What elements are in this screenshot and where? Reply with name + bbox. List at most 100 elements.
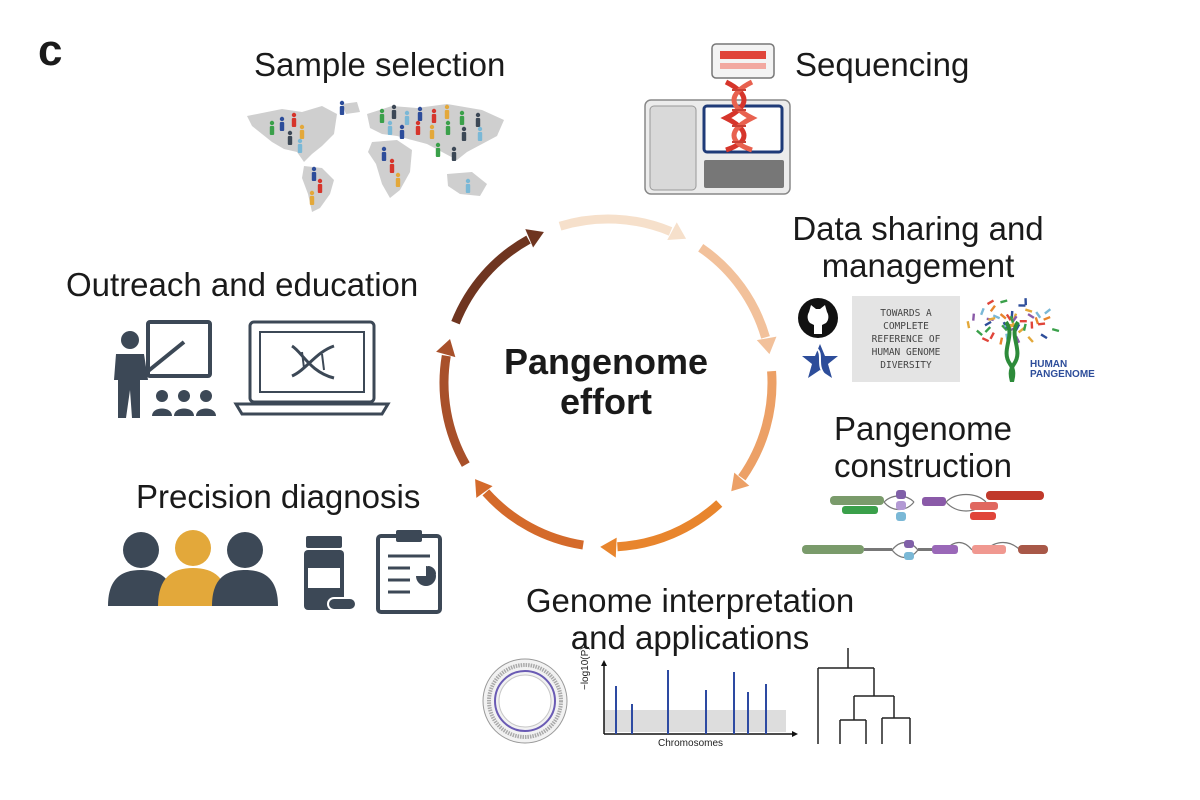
tree-leaf [1005, 313, 1012, 321]
person-body [279, 122, 285, 131]
person-body [404, 116, 410, 125]
dendrogram-icon [817, 648, 911, 744]
person-head [395, 172, 401, 178]
person-head [399, 124, 405, 130]
laptop-dna-icon [233, 320, 391, 416]
person-head [404, 110, 410, 116]
person-body [435, 148, 441, 157]
person-body [299, 130, 305, 139]
person-body [399, 130, 405, 139]
teacher-icon [114, 320, 216, 418]
person-body [287, 136, 293, 145]
person-body [387, 126, 393, 135]
human-pangenome-logo-text: HUMAN PANGENOME [1030, 359, 1095, 380]
person-body [297, 144, 303, 153]
cycle-arrowhead [600, 537, 617, 558]
label-sample-selection: Sample selection [254, 46, 506, 83]
manhattan-xlabel: Chromosomes [658, 738, 724, 749]
person-body [451, 152, 457, 161]
cycle-arrowhead [731, 472, 750, 492]
tree-leaf [1018, 304, 1026, 307]
person-head [444, 104, 450, 110]
person-head [269, 120, 275, 126]
tree-leaf [1009, 315, 1015, 324]
cycle-arrow-segment [558, 214, 673, 236]
world-map-icon [247, 100, 504, 212]
sequencer-icon [644, 43, 791, 195]
tree-leaf [999, 313, 1007, 320]
cycle-arrow-segment [617, 500, 723, 552]
tree-leaf [966, 321, 971, 329]
person-body [429, 130, 435, 139]
person-body [311, 172, 317, 181]
panel-letter: c [38, 26, 63, 75]
person-head [291, 112, 297, 118]
person-body [459, 116, 465, 125]
person-head [477, 126, 483, 132]
person-head [317, 178, 323, 184]
clipboard-icon [376, 530, 442, 614]
person-body [465, 184, 471, 193]
label-outreach-education: Outreach and education [66, 266, 419, 303]
person-head [459, 110, 465, 116]
cycle-arrowhead [475, 479, 493, 498]
person-body [477, 132, 483, 141]
manhattan-plot-icon [601, 660, 798, 737]
person-head [311, 166, 317, 172]
tree-leaf [1000, 299, 1008, 304]
person-head [389, 158, 395, 164]
label-data-sharing: Data sharing and management [792, 210, 1044, 284]
tree-leaf [1044, 308, 1052, 315]
person-head [429, 124, 435, 130]
cycle-arrowhead [525, 229, 544, 248]
tree-leaf [989, 332, 995, 340]
person-head [461, 126, 467, 132]
cycle-arrowhead [667, 222, 687, 240]
person-head [339, 100, 345, 106]
person-body [395, 178, 401, 187]
tree-leaf [1027, 336, 1034, 343]
tree-leaf [1043, 315, 1051, 321]
family-icon [108, 530, 278, 606]
person-body [391, 110, 397, 119]
dna-tree-icon [966, 298, 1060, 383]
person-body [444, 110, 450, 119]
dna-badge-icon [802, 344, 838, 378]
person-head [387, 120, 393, 126]
tree-leaf [1022, 323, 1027, 331]
person-body [415, 126, 421, 135]
tree-leaf [1019, 320, 1027, 323]
tree-leaf [1030, 321, 1034, 329]
cycle-arrow-segment [451, 235, 531, 325]
label-precision-diagnosis: Precision diagnosis [136, 478, 421, 515]
person-body [431, 114, 437, 123]
tree-leaf [999, 337, 1004, 345]
tree-leaf [1024, 298, 1028, 306]
person-head [431, 108, 437, 114]
manhattan-ylabel: −log10(P) [580, 646, 591, 690]
person-head [379, 108, 385, 114]
tree-leaf [1040, 333, 1048, 340]
reference-box: TOWARDS A COMPLETE REFERENCE OF HUMAN GE… [852, 296, 960, 382]
cycle-arrow-segment [482, 489, 584, 550]
graph-genome-icon [802, 490, 1048, 560]
person-head [465, 178, 471, 184]
tree-leaf [986, 299, 995, 306]
cycle-arrow-segment [738, 370, 777, 481]
tree-leaf [1017, 327, 1025, 334]
person-body [381, 152, 387, 161]
tree-leaf [992, 314, 1001, 320]
person-body [291, 118, 297, 127]
tree-leaf [972, 313, 976, 321]
tree-leaf [980, 307, 985, 316]
person-head [299, 124, 305, 130]
pill-bottle-icon [304, 536, 357, 611]
label-sequencing: Sequencing [795, 46, 970, 83]
cycle-arrowhead [756, 336, 777, 355]
tree-leaf [1027, 313, 1035, 319]
tree-leaf [988, 316, 996, 321]
tree-leaf [1001, 324, 1008, 332]
tree-leaf [981, 337, 990, 343]
person-head [287, 130, 293, 136]
cycle-arrow-segment [439, 354, 470, 467]
